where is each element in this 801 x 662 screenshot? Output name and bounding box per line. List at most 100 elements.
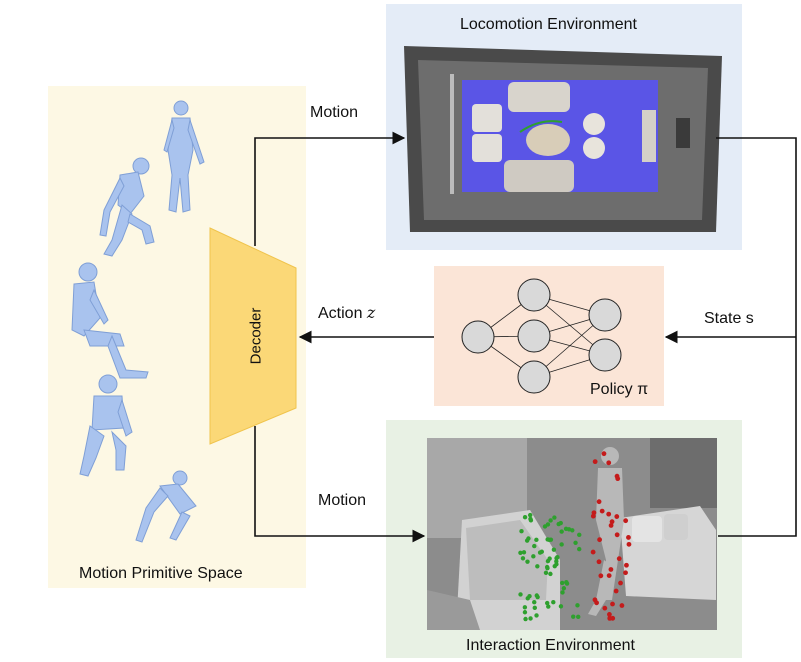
- green-contact-point: [555, 554, 560, 560]
- green-contact-point: [518, 550, 523, 555]
- green-contact-point: [532, 543, 537, 549]
- green-contact-point: [547, 556, 552, 561]
- action-variable: z: [366, 303, 376, 322]
- red-contact-point: [598, 573, 604, 579]
- motion-label-top: Motion: [310, 104, 359, 121]
- red-contact-point: [601, 451, 607, 457]
- green-contact-point: [552, 515, 557, 520]
- decoder-block: [209, 227, 297, 445]
- human-figure-standing: [163, 100, 205, 213]
- locomotion-environment-title: Locomotion Environment: [460, 16, 637, 33]
- red-contact-point: [596, 499, 602, 505]
- green-contact-point: [542, 524, 548, 529]
- green-contact-point: [534, 593, 539, 598]
- human-figure-sitting: [71, 262, 149, 379]
- policy-network-nodes: [461, 278, 622, 394]
- human-figure-reaching: [135, 470, 197, 543]
- green-contact-point: [535, 564, 540, 569]
- green-contact-point: [559, 542, 564, 547]
- red-contact-point: [619, 603, 625, 608]
- red-contact-point: [623, 518, 629, 524]
- green-contact-point: [564, 580, 569, 585]
- red-contact-point: [594, 600, 599, 606]
- green-contact-point: [546, 604, 551, 609]
- green-contact-point: [528, 616, 533, 621]
- locomotion-room-render: [404, 46, 722, 232]
- red-contact-point: [618, 580, 623, 586]
- red-contact-point: [606, 460, 612, 466]
- red-contact-point: [626, 535, 631, 540]
- hidden-node-3: [517, 360, 551, 394]
- arrow-decoder-to-interaction: [254, 426, 426, 543]
- green-contact-point: [548, 571, 553, 577]
- action-text: Action: [318, 305, 363, 322]
- output-node-1: [588, 298, 622, 332]
- red-contact-point: [613, 588, 619, 594]
- green-contact-point: [534, 613, 539, 618]
- red-contact-point: [616, 556, 622, 562]
- green-contact-point: [537, 550, 543, 555]
- green-contact-point: [528, 516, 533, 522]
- hidden-node-2: [517, 319, 551, 353]
- green-contact-point: [551, 547, 557, 552]
- green-contact-point: [554, 562, 559, 567]
- green-contact-point: [520, 556, 526, 561]
- green-contact-point: [577, 546, 582, 552]
- green-contact-point: [525, 596, 530, 601]
- green-contact-point: [544, 564, 550, 570]
- green-contact-point: [519, 529, 524, 534]
- state-label: State s: [704, 310, 754, 327]
- green-contact-point: [522, 610, 528, 615]
- red-contact-point: [606, 511, 612, 517]
- green-contact-point: [566, 527, 572, 532]
- red-contact-point: [590, 513, 596, 519]
- decoder-label: Decoder: [247, 307, 265, 365]
- red-contact-point: [624, 562, 629, 568]
- green-contact-point: [551, 600, 556, 605]
- human-figure-squatting: [79, 374, 133, 477]
- red-contact-point: [607, 612, 612, 617]
- interaction-scene-render: [427, 438, 717, 630]
- motion-primitive-space-caption: Motion Primitive Space: [79, 565, 243, 582]
- green-contact-point: [532, 600, 537, 605]
- red-contact-point: [615, 476, 621, 482]
- green-contact-point: [561, 586, 567, 591]
- green-contact-point: [575, 603, 580, 608]
- red-contact-point: [626, 541, 632, 547]
- green-contact-point: [545, 600, 550, 606]
- green-contact-point: [556, 521, 561, 527]
- green-contact-point: [548, 518, 553, 523]
- green-contact-point: [559, 529, 564, 534]
- green-contact-point: [534, 537, 539, 543]
- input-node: [461, 320, 495, 354]
- green-contact-point: [577, 532, 582, 538]
- green-contact-point: [571, 614, 576, 619]
- policy-label: Policy π: [590, 381, 649, 398]
- red-contact-point: [608, 523, 614, 528]
- green-contact-point: [523, 616, 528, 622]
- red-contact-point: [608, 567, 614, 572]
- red-contact-point: [614, 514, 620, 519]
- contact-points-green: [518, 512, 582, 622]
- red-contact-point: [599, 508, 605, 514]
- contact-points-red: [590, 451, 632, 621]
- red-contact-point: [590, 549, 596, 555]
- red-contact-point: [602, 605, 608, 611]
- red-contact-point: [610, 601, 615, 607]
- red-contact-point: [614, 532, 620, 538]
- green-contact-point: [543, 570, 549, 575]
- green-contact-point: [518, 592, 523, 597]
- action-label: Action z: [318, 303, 375, 323]
- green-contact-point: [525, 559, 530, 564]
- green-contact-point: [560, 590, 565, 595]
- green-contact-point: [576, 614, 581, 620]
- output-node-2: [588, 338, 622, 372]
- green-contact-point: [522, 605, 528, 610]
- red-contact-point: [592, 459, 598, 465]
- green-contact-point: [546, 537, 552, 542]
- green-contact-point: [560, 580, 565, 586]
- green-contact-point: [558, 604, 564, 609]
- red-contact-point: [607, 615, 613, 621]
- green-contact-point: [531, 554, 536, 559]
